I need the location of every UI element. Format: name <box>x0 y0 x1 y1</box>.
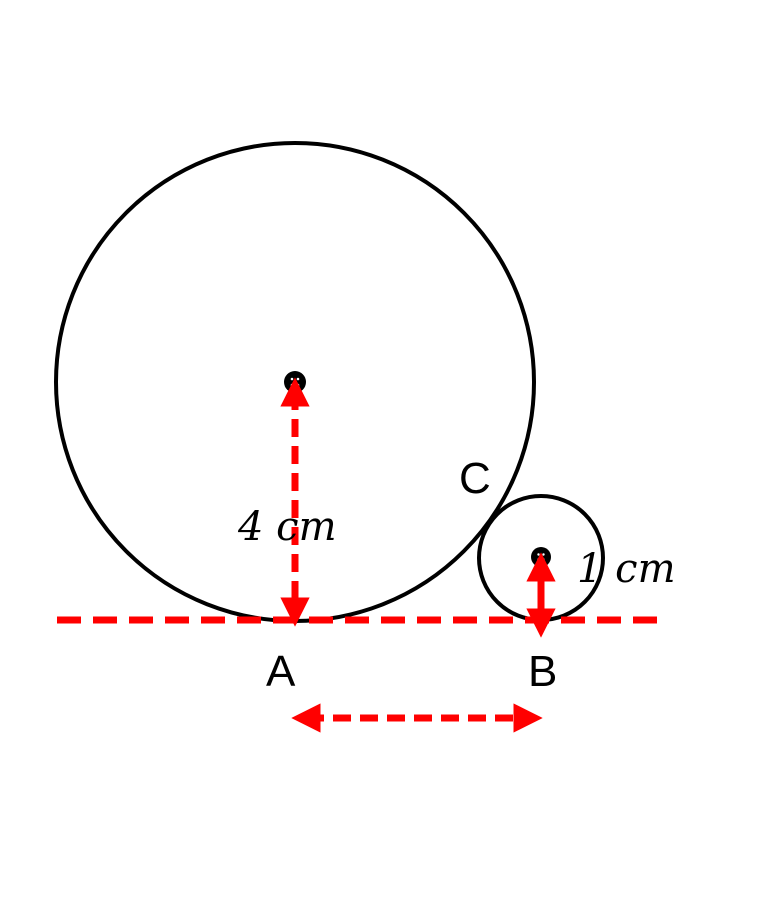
point-b-label: B <box>528 647 557 696</box>
small-radius-label: 1 cm <box>577 546 676 592</box>
point-a-label: A <box>266 647 296 696</box>
point-c-label: C <box>459 454 491 503</box>
small-circle-center <box>531 547 551 567</box>
large-radius-label: 4 cm <box>237 504 337 550</box>
large-circle-center <box>284 371 306 393</box>
